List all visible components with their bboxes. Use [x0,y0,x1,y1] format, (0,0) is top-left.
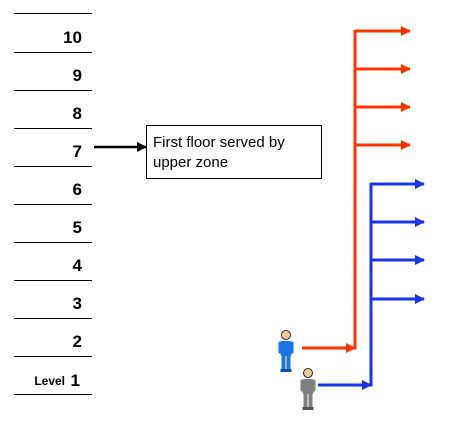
floor-label-3: 3 [73,294,82,313]
person-lower-zone-icon [300,368,316,410]
upper-zone-route [302,26,411,353]
callout-line-1: First floor served by [153,134,285,151]
floor-label-2: 2 [73,332,82,351]
floor-label-8: 8 [73,104,82,123]
floor-label-5: 5 [73,218,82,237]
floor-label-6: 6 [73,180,82,199]
floor-separators [14,13,92,395]
floor-label-9: 9 [73,66,82,85]
floor-label-10: 10 [63,28,82,47]
floor-label-4: 4 [73,256,83,275]
floor-labels: 10 9 8 7 6 5 4 3 2 Level 1 [34,28,82,390]
lower-zone-route [318,179,425,390]
person-upper-zone-icon [278,330,294,372]
callout-line-2: upper zone [153,154,228,171]
floor-label-7: 7 [73,142,82,161]
callout-box: First floor served by upper zone [146,125,322,179]
upper-zone-trunk [302,30,357,350]
callout-border [146,125,322,179]
floor-label-1: 1 [71,371,80,390]
level-word: Level [34,374,65,388]
lower-zone-trunk [318,183,373,387]
